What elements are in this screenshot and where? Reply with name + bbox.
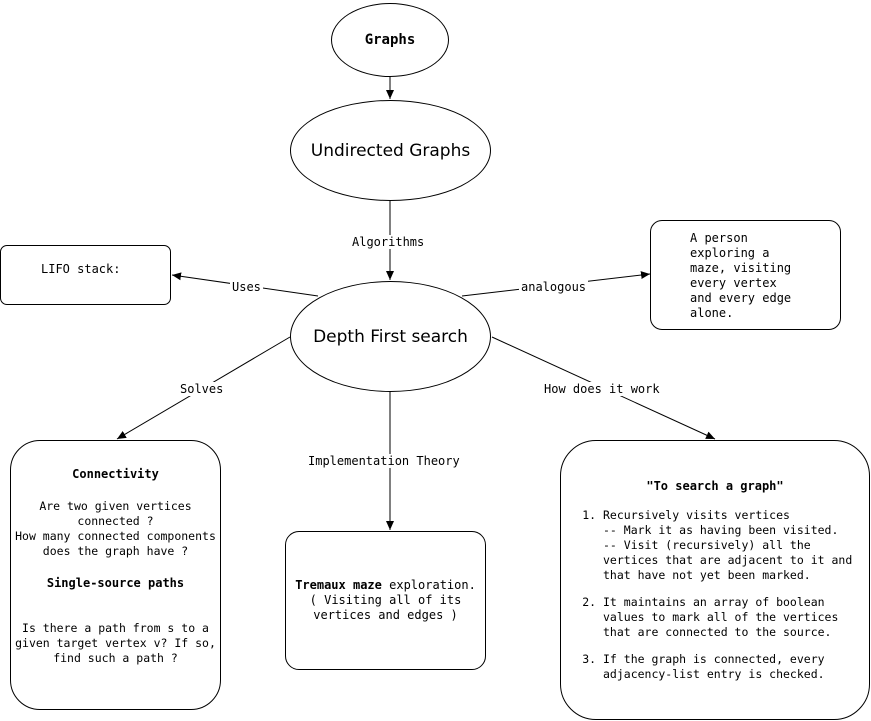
single-source-question-line: find such a path ? <box>53 651 178 665</box>
connectivity-question-line: Are two given vertices <box>39 499 192 513</box>
single-source-question-line: Is there a path from s to a <box>22 621 209 635</box>
maze-analogy-line: exploring a <box>690 246 770 260</box>
edge-label-algorithms: Algorithms <box>350 235 427 249</box>
how-step-1-sub: -- Mark it as having been visited. <box>603 523 839 537</box>
edge-label-how-work: How does it work <box>542 382 662 396</box>
how-it-works-node: "To search a graph" Recursively visits v… <box>560 440 870 720</box>
tremaux-node: Tremaux maze exploration. ( Visiting all… <box>285 531 486 670</box>
lifo-stack-label: LIFO stack: <box>41 262 121 276</box>
how-step-3: If the graph is connected, every adjacen… <box>603 652 857 682</box>
connectivity-node: Connectivity Are two given vertices conn… <box>10 440 221 710</box>
maze-analogy-node: A person exploring a maze, visiting ever… <box>650 220 841 330</box>
how-steps-list: Recursively visits vertices -- Mark it a… <box>585 508 857 682</box>
how-step-1-sub: that have not yet been marked. <box>603 568 811 582</box>
maze-analogy-line: A person <box>690 231 748 245</box>
tremaux-line: ( Visiting all of its <box>309 593 462 607</box>
undirected-graphs-label: Undirected Graphs <box>310 140 471 161</box>
connectivity-question-line: does the graph have ? <box>42 544 189 558</box>
connectivity-question-line: How many connected components <box>15 529 216 543</box>
edge-label-solves: Solves <box>178 382 226 396</box>
dfs-node: Depth First search <box>290 281 491 392</box>
edge-label-implementation: Implementation Theory <box>306 454 462 468</box>
how-step-1: Recursively visits vertices -- Mark it a… <box>603 508 857 583</box>
undirected-graphs-node: Undirected Graphs <box>290 100 491 201</box>
single-source-question-line: given target vertex v? If so, <box>15 636 216 650</box>
tremaux-rest-label: exploration. <box>381 578 476 592</box>
edge-label-uses: Uses <box>230 280 263 294</box>
maze-analogy-line: alone. <box>690 306 734 320</box>
how-title: "To search a graph" <box>646 479 784 493</box>
graphs-node: Graphs <box>331 3 449 77</box>
maze-analogy-line: every vertex <box>690 276 777 290</box>
how-step-2-line: that are connected to the source. <box>603 625 832 639</box>
how-step-2-line: values to mark all of the vertices <box>603 610 839 624</box>
maze-analogy-line: and every edge <box>690 291 792 305</box>
how-step-3-line: If the graph is connected, every <box>603 652 825 666</box>
how-step-1-head: Recursively visits vertices <box>603 508 790 522</box>
how-step-3-line: adjacency-list entry is checked. <box>603 667 825 681</box>
how-step-1-sub: vertices that are adjacent to it and <box>603 553 853 567</box>
tremaux-line: vertices and edges ) <box>313 608 458 622</box>
dfs-label: Depth First search <box>313 326 468 347</box>
connectivity-title: Connectivity <box>72 467 159 481</box>
maze-analogy-line: maze, visiting <box>690 261 792 275</box>
tremaux-bold-label: Tremaux maze <box>295 578 382 592</box>
how-step-2: It maintains an array of boolean values … <box>603 595 857 640</box>
how-step-2-line: It maintains an array of boolean <box>603 595 825 609</box>
edge-label-analogous: analogous <box>519 280 589 294</box>
single-source-title: Single-source paths <box>46 576 185 590</box>
how-step-1-sub: -- Visit (recursively) all the <box>603 538 811 552</box>
connectivity-question-line: connected ? <box>77 514 154 528</box>
lifo-stack-node: LIFO stack: <box>0 245 171 305</box>
graphs-label: Graphs <box>364 32 416 48</box>
